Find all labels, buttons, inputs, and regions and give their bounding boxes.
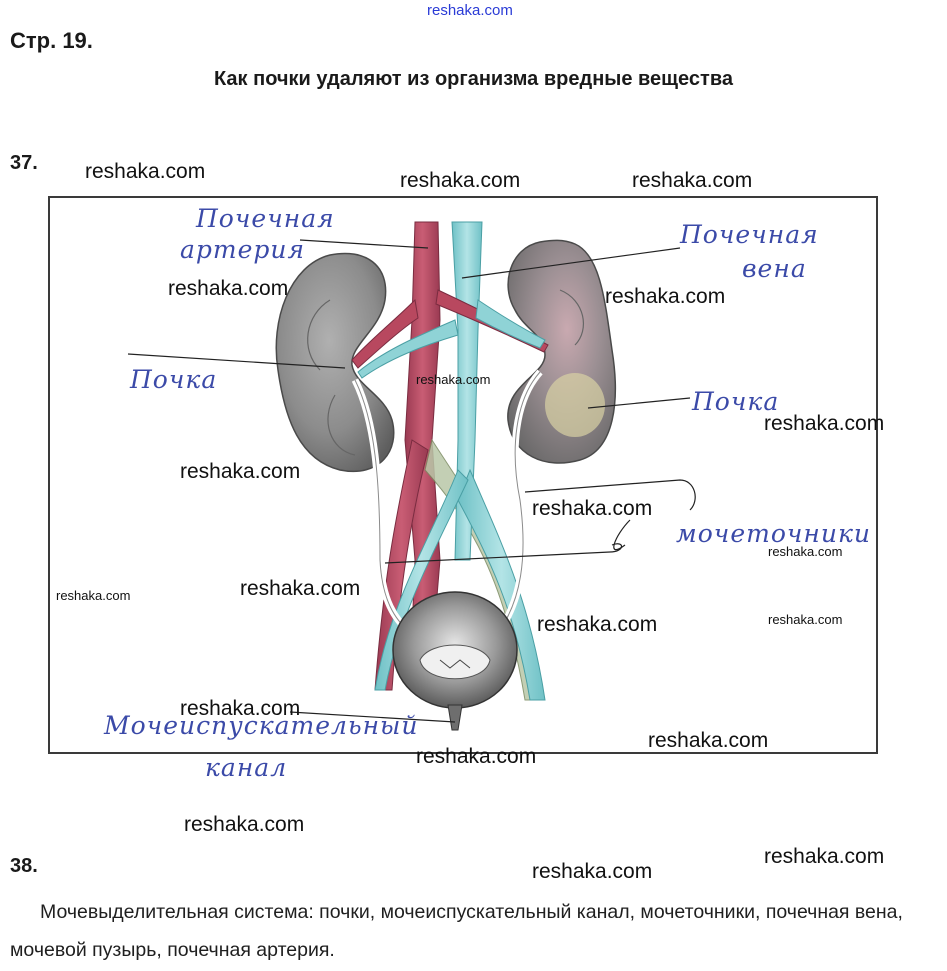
watermark: reshaka.com (605, 285, 726, 308)
diagram-frame (48, 196, 878, 754)
watermark: reshaka.com (648, 729, 769, 752)
urethra (447, 704, 463, 731)
watermark: reshaka.com (416, 745, 537, 768)
page-reference: Стр. 19. (10, 28, 93, 53)
watermark: reshaka.com (532, 497, 653, 520)
task-37-number: 37. (10, 152, 38, 174)
watermark: reshaka.com (180, 697, 301, 720)
label-renal-artery-line2: артерия (180, 235, 305, 264)
task-38-answer: Мочевыделительная система: почки, мочеис… (10, 901, 903, 961)
watermark: reshaka.com (180, 460, 301, 483)
label-renal-vein-line1: Почечная (679, 220, 819, 249)
label-urethra-line2: канал (205, 753, 287, 782)
watermark: reshaka.com (168, 277, 289, 300)
right-iliac-vein (457, 468, 546, 701)
watermark: reshaka.com (85, 160, 206, 183)
bladder (392, 591, 518, 709)
watermark: reshaka.com (768, 612, 843, 627)
label-kidney-left: Почка (129, 365, 217, 394)
top-watermark: reshaka.com (427, 2, 513, 19)
left-renal-vein (357, 319, 459, 379)
right-kidney (507, 239, 617, 464)
watermark: reshaka.com (764, 412, 885, 435)
watermark: reshaka.com (240, 577, 361, 600)
watermark: reshaka.com (764, 845, 885, 868)
left-renal-artery (351, 298, 419, 369)
right-renal-vein (475, 299, 546, 349)
watermark: reshaka.com (537, 613, 658, 636)
left-kidney (275, 252, 395, 473)
page-title: Как почки удаляют из организма вредные в… (213, 68, 733, 90)
watermark: reshaka.com (632, 169, 753, 192)
task-38-number: 38. (10, 855, 38, 877)
label-ureters: мочеточники (676, 519, 871, 548)
label-urethra-line1: Мочеиспускательный (103, 711, 419, 740)
label-renal-vein-line2: вена (742, 254, 807, 283)
label-renal-artery-line1: Почечная (195, 204, 335, 233)
watermark: reshaka.com (184, 813, 305, 836)
watermark: reshaka.com (400, 169, 521, 192)
watermark: reshaka.com (768, 544, 843, 559)
label-kidney-right: Почка (691, 387, 779, 416)
watermark: reshaka.com (532, 860, 653, 883)
leader-lines (127, 239, 696, 723)
left-iliac-artery (374, 439, 429, 691)
watermark: reshaka.com (416, 372, 491, 387)
watermark: reshaka.com (56, 588, 131, 603)
